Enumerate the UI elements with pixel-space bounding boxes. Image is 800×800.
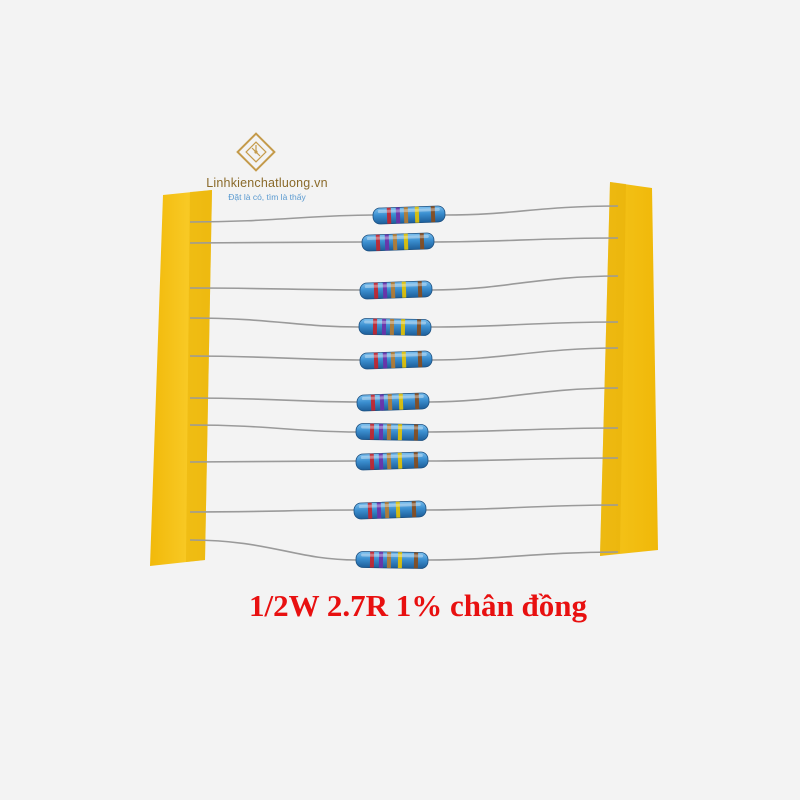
resistor [372,205,446,225]
resistor [361,232,435,252]
resistor [359,280,433,300]
resistor-lead [189,317,619,328]
resistor [353,500,427,520]
resistor-lead [189,347,619,361]
resistor [355,451,429,471]
brand-slogan: Đặt là có, tìm là thấy [228,192,306,202]
resistor [359,350,433,370]
resistor-lead [189,504,619,513]
resistor-lead [189,424,619,433]
resistor [355,423,429,441]
resistor [358,318,432,336]
resistor [356,392,430,412]
circuit-chip-logo-icon [236,132,276,172]
resistor-lead [189,205,619,223]
right-tape-fold [600,182,626,556]
resistor-lead [189,237,619,244]
resistor-lead [189,457,619,463]
product-caption: 1/2W 2.7R 1% chân đồng [249,588,587,623]
resistor-bodies [353,205,446,569]
resistor-lead [189,275,619,291]
resistor-leads [189,205,619,561]
resistor [355,551,429,569]
resistor-lead [189,387,619,403]
brand-watermark: Linhkienchatluong.vn Đặt là có, tìm là t… [192,130,342,202]
resistor-lead [189,539,619,561]
left-tape-fold [186,190,212,562]
brand-name: Linhkienchatluong.vn [206,176,328,190]
